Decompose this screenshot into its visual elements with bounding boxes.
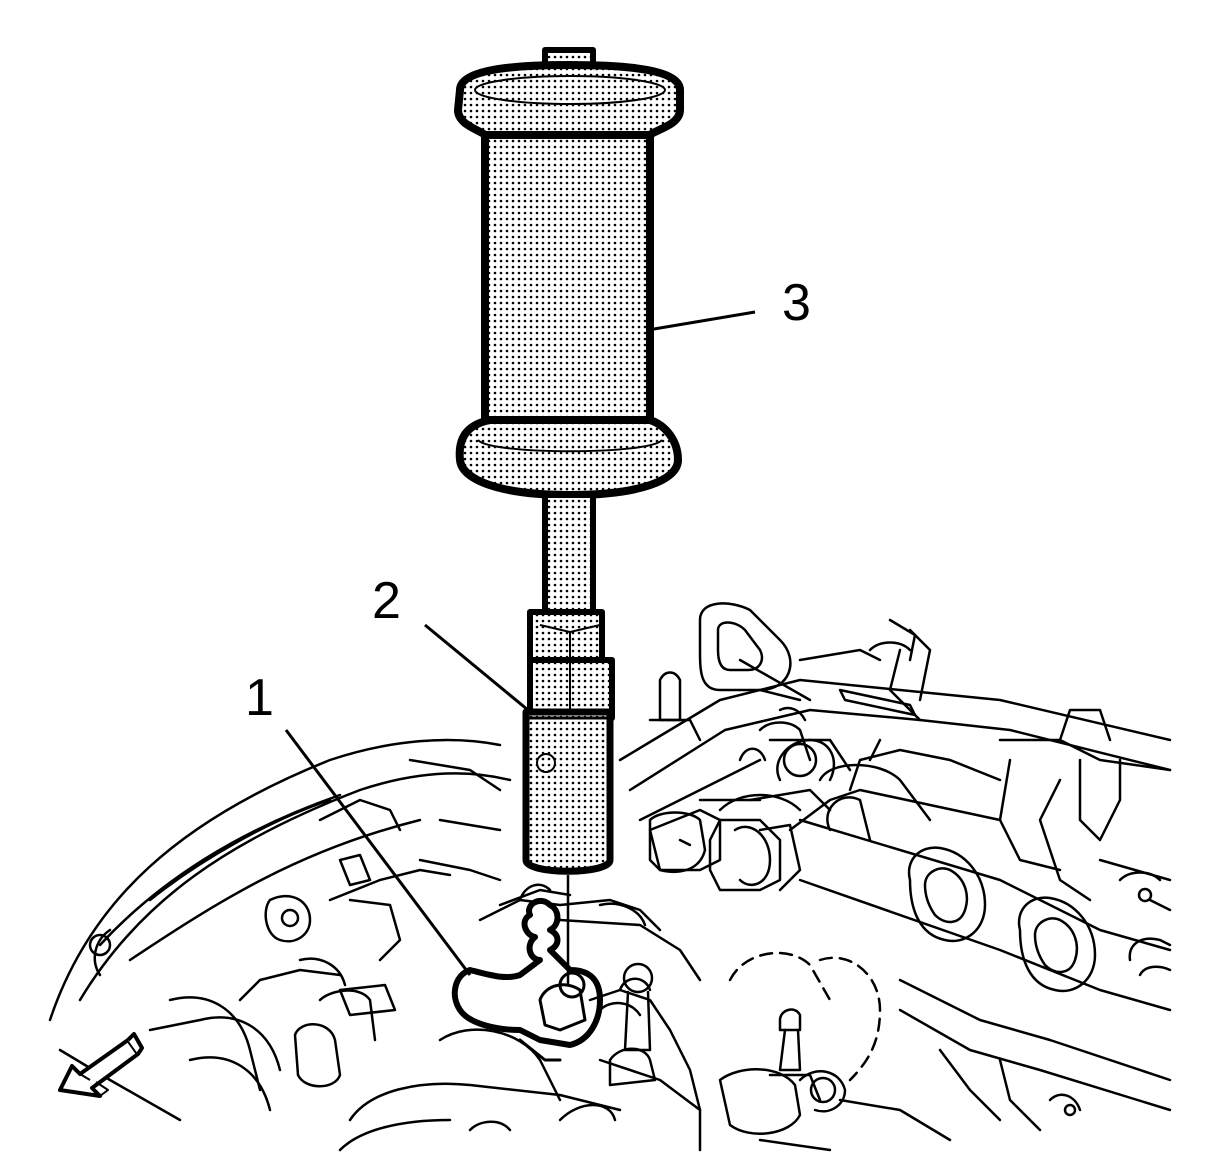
callout-leader-3 xyxy=(647,310,756,332)
callout-leader-2 xyxy=(424,623,529,712)
callout-leaders xyxy=(284,310,756,976)
slide-hammer-tool xyxy=(454,47,684,618)
seal-component xyxy=(451,897,603,1062)
callout-label-2: 2 xyxy=(372,572,401,630)
remover-adapter xyxy=(522,609,615,875)
engine-background xyxy=(48,602,1172,1152)
front-direction-arrow-icon xyxy=(58,1032,144,1098)
callout-label-3: 3 xyxy=(782,274,811,332)
callout-leader-1 xyxy=(284,729,472,976)
callout-label-1: 1 xyxy=(245,669,274,727)
